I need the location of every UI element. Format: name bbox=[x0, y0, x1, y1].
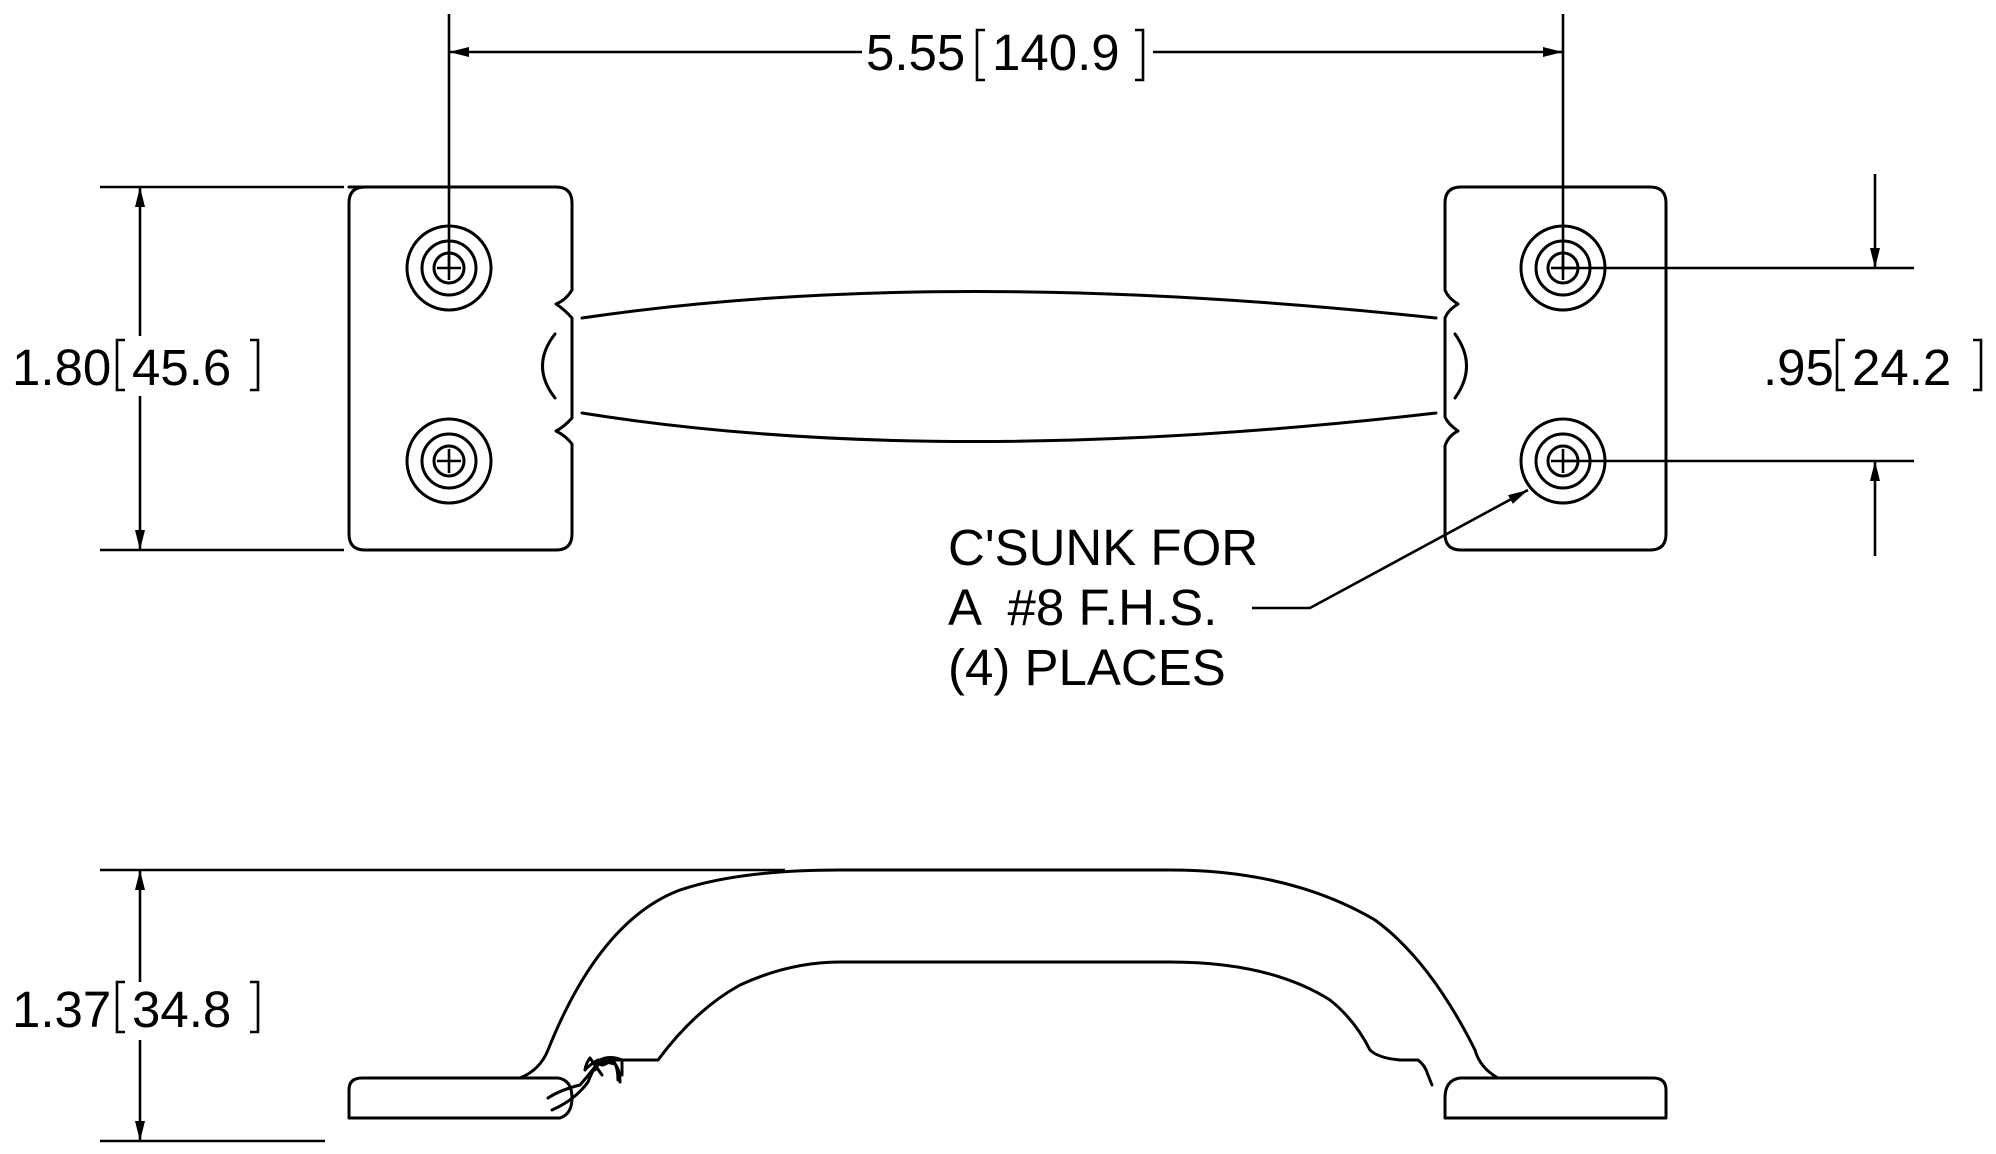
bracket-open bbox=[1835, 338, 1845, 392]
top-view: 5.55 140.9 1.80 45.6 .95 24.2 bbox=[12, 14, 1983, 696]
bracket-open bbox=[975, 28, 985, 82]
bracket-close bbox=[1973, 338, 1983, 392]
bracket-open bbox=[115, 980, 125, 1034]
grip-top-edge bbox=[580, 290, 1438, 320]
plate-height-inch: 1.80 bbox=[12, 339, 111, 396]
bracket-open bbox=[115, 338, 125, 392]
grip-left-end bbox=[541, 332, 557, 400]
note-line-3: (4) PLACES bbox=[948, 639, 1226, 696]
hole-spacing-mm: 140.9 bbox=[992, 24, 1120, 81]
left-plate bbox=[347, 185, 574, 552]
handle-height-mm: 34.8 bbox=[132, 981, 231, 1038]
handle-inner-curve bbox=[593, 960, 1434, 1087]
bracket-close bbox=[250, 980, 260, 1034]
dimension-hole-vertical: .95 24.2 bbox=[1563, 174, 1983, 556]
hole-vertical-inch: .95 bbox=[1763, 339, 1834, 396]
handle-outer-arch bbox=[518, 868, 1500, 1080]
dimension-hole-spacing: 5.55 140.9 bbox=[447, 14, 1565, 268]
right-plate bbox=[1443, 185, 1668, 552]
hole-bottom-left bbox=[405, 417, 493, 505]
dimension-plate-height: 1.80 45.6 bbox=[12, 185, 344, 552]
grip-right-end bbox=[1453, 332, 1468, 400]
plate-height-mm: 45.6 bbox=[132, 339, 231, 396]
hole-vertical-mm: 24.2 bbox=[1852, 339, 1951, 396]
bracket-close bbox=[1135, 28, 1145, 82]
hole-spacing-inch: 5.55 bbox=[866, 24, 965, 81]
left-foot bbox=[347, 1076, 574, 1120]
handle-height-inch: 1.37 bbox=[12, 981, 111, 1038]
note-line-1: C'SUNK FOR bbox=[948, 519, 1258, 576]
leader-arrow bbox=[1252, 488, 1529, 610]
bracket-close bbox=[250, 338, 260, 392]
dimension-handle-height: 1.37 34.8 bbox=[12, 868, 785, 1143]
grip-bottom-edge bbox=[580, 411, 1438, 443]
note-line-2: A #8 F.H.S. bbox=[948, 579, 1217, 636]
countersink-note: C'SUNK FOR A #8 F.H.S. (4) PLACES bbox=[948, 488, 1529, 696]
right-foot bbox=[1443, 1076, 1668, 1120]
side-view: 1.37 34.8 bbox=[12, 868, 1668, 1143]
